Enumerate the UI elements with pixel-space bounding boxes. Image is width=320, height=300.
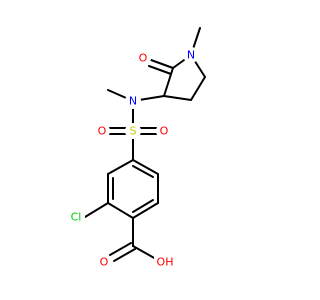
bond-benzene-3 (107, 202, 134, 219)
atom-chlorine: Cl (65, 210, 85, 224)
bond-ring-c5-c4 (190, 76, 206, 101)
bond-carboxyl-oh (132, 245, 157, 260)
bond-benzene-inner-2 (132, 199, 154, 213)
bond-benzene-4 (132, 202, 159, 219)
atom-nitrogen-ring-label: N (187, 49, 195, 62)
atom-oxygen-lactam-label: O (139, 52, 148, 65)
bond-ring-c3-c2 (163, 67, 174, 97)
atom-oxygen-carbonyl-acid-label: O (100, 256, 109, 269)
atom-labels: O N N S O O Cl O (65, 47, 199, 270)
atom-oxygen-sulfonyl-right-label: O (160, 125, 169, 138)
bond-benzene-inner-3 (132, 165, 154, 178)
bond-ring-c4-c3 (163, 95, 192, 101)
atom-oxygen-sulfonyl-right: O (156, 123, 172, 139)
atom-nitrogen-sulfonamide: N (125, 93, 141, 109)
atom-sulfur-label: S (130, 125, 137, 138)
atom-nitrogen-ring: N (183, 47, 199, 63)
atom-hydroxyl-label: OH (157, 256, 174, 269)
atom-oxygen-lactam: O (135, 50, 151, 66)
bond-c-cl (84, 202, 109, 218)
bond-carboxyl-co-b (113, 248, 136, 262)
molecule-structure: O N N S O O Cl O (65, 27, 206, 270)
bond-benzene-1 (107, 159, 134, 175)
atom-chlorine-label: Cl (71, 211, 82, 224)
atom-oxygen-sulfonyl-left-label: O (98, 125, 107, 138)
bond-benzene-6 (132, 159, 159, 175)
atom-oxygen-sulfonyl-left: O (94, 123, 110, 139)
atom-hydroxyl: OH (154, 255, 176, 269)
bond-lactam-co-a (150, 59, 174, 69)
atom-sulfur: S (125, 123, 141, 139)
bond-lactam-co-b (148, 65, 172, 75)
atom-nitrogen-sulfonamide-label: N (129, 95, 137, 108)
atom-oxygen-carbonyl-acid: O (96, 254, 112, 270)
bond-carboxyl-co-a (109, 242, 132, 256)
